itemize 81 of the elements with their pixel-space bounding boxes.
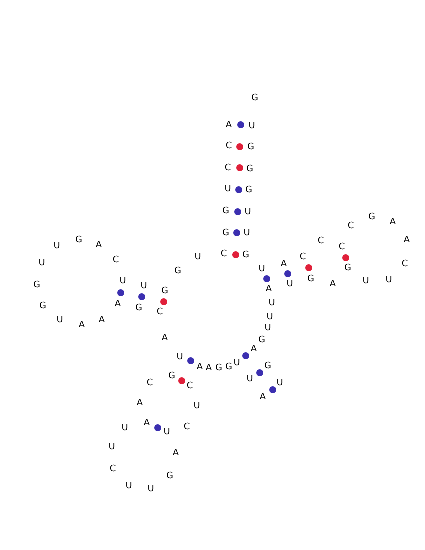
nucleotide-letter: U — [266, 314, 274, 322]
nucleotide-letter: C — [186, 382, 194, 392]
nucleotide-letter: G — [308, 276, 314, 284]
nucleotide-letter: U — [120, 278, 126, 286]
nucleotide-letter: G — [168, 372, 176, 382]
nucleotide-letter: G — [34, 282, 40, 290]
nucleotide-letter: A — [196, 364, 204, 372]
nucleotide-letter: U — [234, 360, 240, 368]
nucleotide-letter: A — [226, 122, 232, 130]
nucleotide-letter: C — [146, 380, 154, 388]
nucleotide-letter: U — [258, 266, 266, 274]
nucleotide-letter: A — [266, 286, 272, 294]
nucleotide-letter: A — [260, 394, 266, 402]
nucleotide-letter: C — [226, 142, 232, 152]
nucleotide-letter: U — [246, 376, 254, 384]
nucleotide-letter: A — [250, 346, 258, 354]
nucleotide-letter: A — [96, 242, 102, 250]
nucleotide-letter: C — [338, 244, 346, 252]
nucleotide-letter: U — [386, 276, 392, 286]
nucleotide-letter: G — [216, 364, 222, 374]
nucleotide-letter: G — [40, 302, 46, 312]
nucleotide-letter: U — [140, 282, 148, 292]
nucleotide-letter: U — [194, 402, 200, 412]
nucleotide-letter: C — [318, 238, 324, 246]
nucleotide-letter: C — [348, 222, 354, 232]
nucleotide-letter: G — [226, 364, 232, 372]
nucleotide-letter: A — [404, 236, 410, 246]
nucleotide-letter: U — [56, 316, 64, 326]
nucleotide-letter: G — [248, 144, 254, 152]
nucleotide-letter: A — [162, 334, 168, 344]
nucleotide-letter: A — [98, 316, 106, 326]
nucleotide-letter: U — [126, 482, 132, 492]
nucleotide-letter: C — [156, 308, 164, 318]
nucleotide-letter: U — [244, 230, 250, 238]
nucleotide-letter: U — [194, 254, 202, 262]
nucleotide-letter: G — [222, 230, 230, 238]
nucleotide-letter: A — [390, 218, 396, 228]
nucleotide-letter: U — [148, 486, 154, 494]
nucleotide-letter: A — [330, 280, 336, 290]
nucleotide-letter: G — [264, 362, 272, 372]
nucleotide-letter: C — [300, 254, 306, 262]
nucleotide-letter: C — [220, 250, 228, 260]
nucleotide-letter: G — [162, 288, 168, 296]
nucleotide-letter: G — [252, 94, 258, 104]
nucleotide-letter: U — [108, 444, 116, 452]
nucleotide-letter: U — [122, 424, 128, 434]
nucleotide-letter: U — [224, 186, 232, 194]
nucleotide-letter: G — [166, 472, 174, 482]
nucleotide-letter: C — [112, 256, 120, 266]
nucleotide-letter: U — [54, 242, 60, 252]
nucleotide-letter: U — [164, 428, 170, 438]
nucleotide-letter: C — [402, 260, 408, 270]
nucleotide-letter: A — [206, 364, 212, 374]
nucleotide-letter: A — [280, 260, 288, 270]
nucleotide-letter: U — [244, 208, 252, 218]
nucleotide-letter: C — [224, 164, 232, 174]
nucleotide-letter: C — [184, 424, 190, 432]
nucleotide-letter: G — [246, 186, 252, 196]
nucleotide-letter: G — [136, 304, 142, 314]
nucleotide-letter: G — [174, 268, 182, 276]
nucleotide-letter: G — [76, 236, 82, 246]
nucleotide-letter: A — [78, 322, 86, 330]
nucleotide-letter: U — [248, 122, 256, 132]
nucleotide-letter: U — [176, 354, 184, 362]
nucleotide-letter: U — [276, 380, 284, 388]
nucleotide-letter: A — [144, 420, 150, 428]
nucleotide-letter: G — [258, 336, 266, 346]
nucleotide-letter: U — [286, 280, 294, 290]
nucleotide-letter: G — [242, 252, 250, 260]
nucleotide-letter: G — [222, 208, 230, 216]
nucleotide-letter: A — [114, 300, 122, 310]
nucleotide-letter: C — [110, 466, 116, 474]
nucleotide-letter: U — [264, 324, 272, 334]
nucleotide-letter: U — [362, 278, 370, 286]
nucleotide-letter: A — [172, 450, 180, 458]
nucleotide-letter: G — [246, 166, 254, 174]
nucleotide-letter: G — [368, 214, 376, 222]
nucleotide-letter: U — [268, 300, 276, 308]
nucleotide-letter: G — [344, 264, 352, 274]
nucleotide-letter: A — [136, 400, 144, 408]
nucleotide-letter: U — [38, 260, 46, 268]
